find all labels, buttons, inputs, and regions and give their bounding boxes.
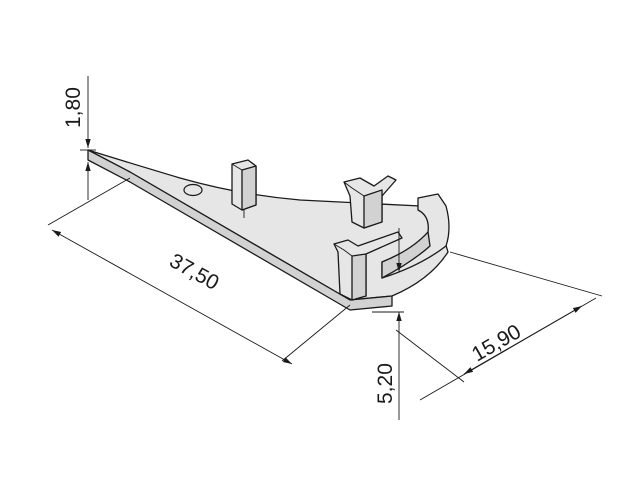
plate-edge — [87, 149, 393, 311]
front-clip — [333, 231, 403, 301]
center-clip — [343, 175, 397, 229]
dimension-thickness: 1,80 — [62, 76, 96, 200]
dimension-length-label: 37,50 — [166, 249, 223, 295]
dimension-height: 5,20 — [372, 228, 404, 420]
mounting-hole — [183, 183, 203, 197]
part-body — [87, 149, 449, 311]
base-plate — [87, 149, 449, 301]
dimension-width-label: 15,90 — [468, 320, 525, 366]
small-clip — [231, 159, 257, 218]
dimension-height-label: 5,20 — [374, 363, 397, 404]
dimension-thickness-label: 1,80 — [62, 87, 85, 128]
